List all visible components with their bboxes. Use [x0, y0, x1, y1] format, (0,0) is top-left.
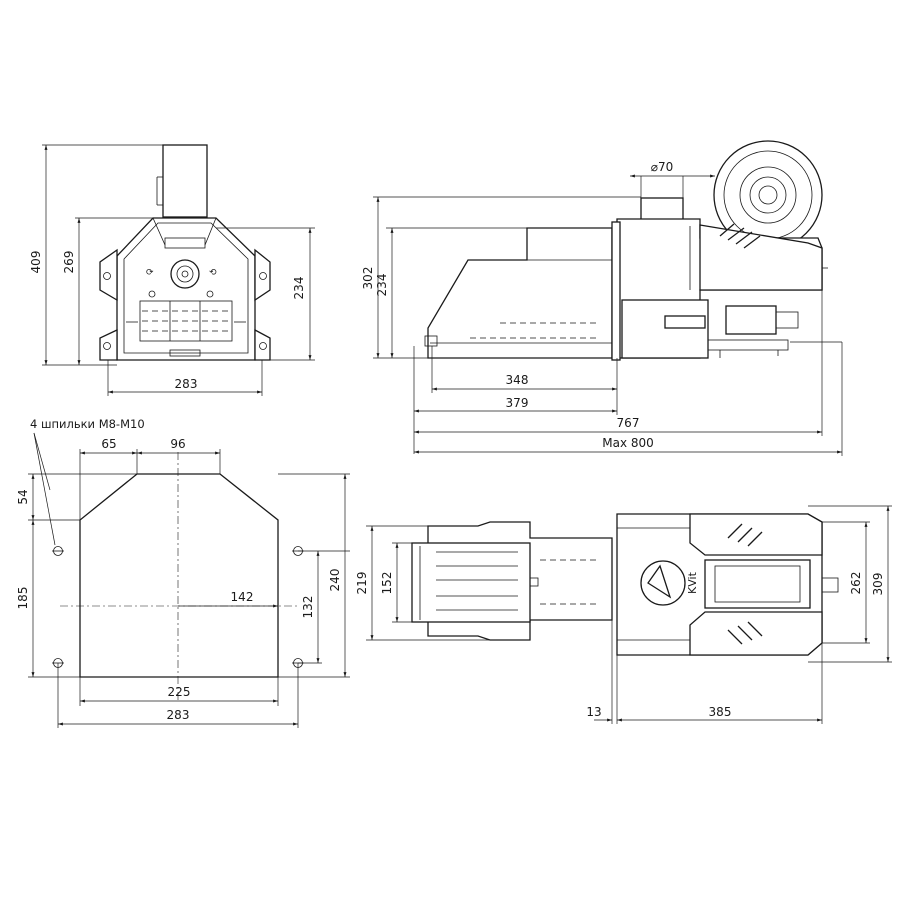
top-view: KVit 219 152 262 309 13 385 [355, 505, 892, 724]
top-motor-window [704, 559, 811, 609]
flange-view: 4 шпильки М8-М10 65 96 54 185 14 [16, 417, 350, 728]
flange-note: 4 шпильки М8-М10 [30, 417, 145, 431]
top-fan-cover-lower [689, 611, 823, 656]
flange-dim-65: 65 [101, 437, 116, 451]
side-burner-tube [427, 227, 613, 359]
front-grate [139, 300, 233, 342]
side-view: ⌀70 302 234 [361, 140, 843, 456]
front-dim-409: 409 [29, 251, 43, 274]
flange-dim-132: 132 [301, 596, 315, 619]
flange-dim-225: 225 [168, 685, 191, 699]
side-fan-cover [699, 224, 823, 291]
front-dim-234: 234 [292, 277, 306, 300]
side-dim-348: 348 [506, 373, 529, 387]
front-right-ear-top [254, 248, 271, 302]
flange-dim-142: 142 [231, 590, 254, 604]
front-dim-283: 283 [175, 377, 198, 391]
flange-dim-54: 54 [16, 489, 30, 504]
top-dim-13: 13 [586, 705, 601, 719]
front-body [116, 217, 256, 361]
front-fan-hub [170, 259, 200, 289]
top-dim-152: 152 [380, 572, 394, 595]
side-dim-767: 767 [617, 416, 640, 430]
side-dim-379: 379 [506, 396, 529, 410]
side-ignition [725, 305, 777, 335]
flange-dim-185: 185 [16, 587, 30, 610]
front-view: ⟳ ⟲ 409 269 234 283 [29, 144, 315, 396]
flange-dim-240: 240 [328, 569, 342, 592]
brand-logo [640, 560, 686, 606]
side-dim-234: 234 [375, 274, 389, 297]
svg-text:⟳: ⟳ [146, 268, 154, 278]
front-left-ear-bottom [99, 328, 118, 361]
flange-plate [79, 473, 279, 678]
front-dim-269: 269 [62, 251, 76, 274]
top-dim-219: 219 [355, 572, 369, 595]
flange-dim-96: 96 [170, 437, 185, 451]
top-dim-262: 262 [849, 572, 863, 595]
brand-logo-text: KVit [686, 571, 699, 594]
top-fan-cover-upper [689, 513, 823, 556]
top-dim-309: 309 [871, 573, 885, 596]
side-dim-flue: ⌀70 [651, 160, 674, 174]
svg-text:⟲: ⟲ [209, 268, 217, 278]
flange-dim-283: 283 [167, 708, 190, 722]
side-dim-302: 302 [361, 267, 375, 290]
front-flue-pipe [162, 144, 208, 218]
front-right-ear-bottom [254, 328, 271, 361]
top-dim-385: 385 [709, 705, 732, 719]
front-left-ear-top [99, 248, 118, 302]
side-flue-pipe [640, 197, 684, 221]
top-grate [411, 542, 531, 623]
side-dim-max800: Max 800 [602, 436, 654, 450]
